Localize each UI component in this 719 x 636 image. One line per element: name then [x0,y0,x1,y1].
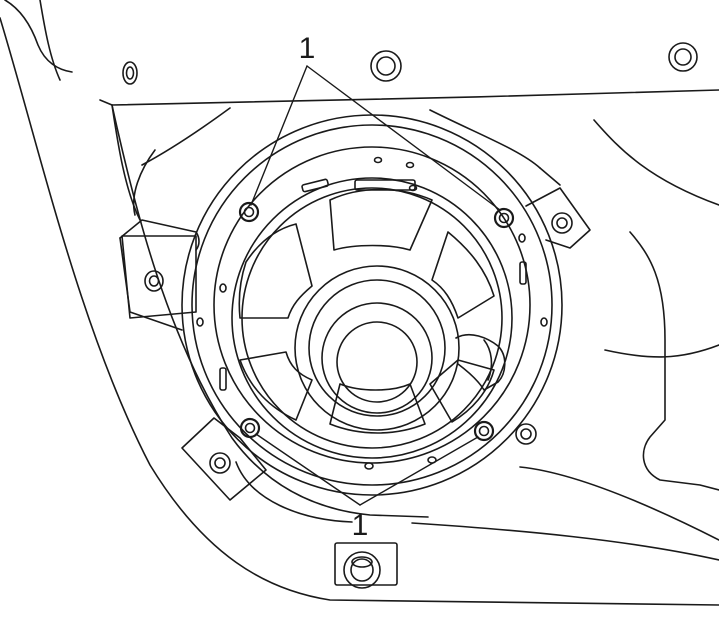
speaker-magnet [294,265,460,431]
leader-line-top-2 [306,65,501,211]
callout-label-bottom: 1 [352,509,369,542]
panel-clip-center [370,50,402,82]
leader-line-bottom-1 [255,433,361,506]
screw-upper-left [238,201,260,223]
screw-lower-right [473,420,495,442]
leader-lines [250,65,501,506]
panel-clip-left [122,61,138,85]
bracket-tab-left [121,235,197,319]
speaker-connector [455,333,506,391]
bracket-tab-lower-right [515,423,537,445]
leader-line-bottom-2 [359,436,479,506]
bracket-tab-right [525,187,591,249]
screw-lower-left [239,417,261,439]
speaker-basket [231,177,513,459]
leader-line-top-1 [250,65,308,206]
callouts: 1 1 [299,32,369,542]
speaker-mounting-ring [181,114,563,496]
callout-label-top: 1 [299,32,316,65]
panel-clip-right [668,42,698,72]
screw-upper-right [493,207,515,229]
bottom-push-clip [334,542,398,589]
